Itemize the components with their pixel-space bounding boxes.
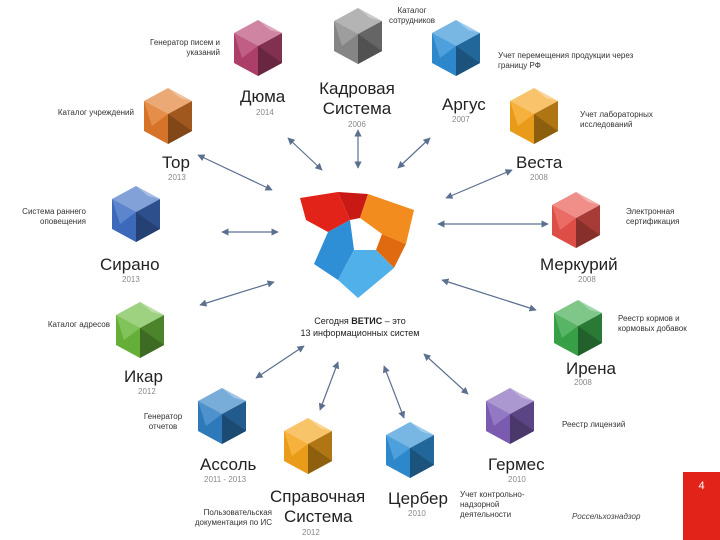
center-caption: Сегодня ВЕТИС – это 13 информационных си…	[270, 316, 450, 339]
desc-germes: Реестр лицензий	[562, 420, 626, 429]
center-text-line2: 13 информационных систем	[300, 327, 420, 338]
arrow-tor	[197, 154, 273, 191]
logo-orange-segment	[360, 194, 414, 244]
name-tor: Тор	[162, 153, 190, 172]
year-tor: 2013	[168, 173, 186, 182]
cube-icon-assol	[196, 386, 248, 446]
year-argus: 2007	[452, 115, 470, 124]
cube-icon-sirano	[110, 184, 162, 244]
cube-icon-tserber	[384, 420, 436, 480]
desc-vesta: Учет лабораторных исследований	[580, 110, 653, 129]
desc-assol: Генератор отчетов	[143, 412, 183, 431]
cube-icon-irena	[552, 298, 604, 358]
year-germes: 2010	[508, 475, 526, 484]
desc-dyuma: Генератор писем и указаний	[150, 38, 220, 57]
year-kadrovaya: 2006	[348, 120, 366, 129]
arrow-irena	[441, 278, 537, 312]
arrow-assol	[255, 345, 305, 379]
name-dyuma: Дюма	[240, 87, 286, 106]
name-tserber: Цербер	[388, 489, 448, 508]
name-sirano: Сирано	[100, 255, 160, 274]
name-spravochnaya-line2: Система	[284, 507, 353, 526]
name-spravochnaya-line1: Справочная	[270, 487, 366, 506]
name-germes: Гермес	[488, 455, 545, 474]
page-number-badge: 4	[683, 472, 720, 540]
year-sirano: 2013	[122, 275, 140, 284]
desc-kadrovaya: Каталог сотрудников	[389, 6, 435, 25]
desc-argus: Учет перемещения продукции через границу…	[498, 51, 634, 70]
center-text-post: – это	[382, 316, 406, 326]
year-irena: 2008	[574, 378, 592, 387]
year-dyuma: 2014	[256, 108, 274, 117]
arrow-tserber	[382, 365, 406, 419]
cube-icon-merkuriy	[550, 190, 602, 250]
name-vesta: Веста	[516, 153, 563, 172]
logo-blue-segment	[314, 220, 354, 280]
arrow-argus	[397, 137, 431, 169]
year-assol: 2011 - 2013	[204, 475, 247, 484]
brand-label: Россельхознадзор	[572, 512, 641, 521]
desc-tserber: Учет контрольно-надзорной деятельности	[460, 490, 525, 519]
arrow-germes	[423, 353, 469, 395]
name-kadrovaya-line1: Кадровая	[319, 79, 395, 98]
year-spravochnaya: 2012	[302, 528, 320, 537]
year-ikar: 2012	[138, 387, 156, 396]
name-merkuriy: Меркурий	[540, 255, 618, 274]
logo-red-segment	[300, 192, 350, 232]
year-merkuriy: 2008	[578, 275, 596, 284]
desc-ikar: Каталог адресов	[47, 320, 110, 329]
name-kadrovaya-line2: Система	[322, 99, 392, 118]
desc-tor: Каталог учреждений	[57, 108, 134, 117]
logo-blue-segment-2	[338, 250, 394, 298]
year-tserber: 2010	[408, 509, 426, 518]
desc-merkuriy: Электронная сертификация	[626, 207, 680, 226]
name-ikar: Икар	[124, 367, 163, 386]
year-vesta: 2008	[530, 173, 548, 182]
name-argus: Аргус	[442, 95, 486, 114]
cube-icon-spravochnaya	[282, 416, 334, 476]
desc-sirano: Система раннего оповещения	[22, 207, 86, 226]
logo-red-segment-2	[338, 192, 368, 220]
arrow-spravochnaya	[318, 361, 340, 411]
logo-orange-segment-2	[376, 234, 406, 268]
arrow-dyuma	[287, 137, 323, 171]
cube-icon-dyuma	[232, 18, 284, 78]
arrow-ikar	[199, 280, 275, 307]
arrow-vesta	[445, 169, 513, 199]
name-assol: Ассоль	[200, 455, 257, 474]
desc-irena: Реестр кормов и кормовых добавок	[618, 314, 687, 333]
cube-icon-tor	[142, 86, 194, 146]
cube-icon-vesta	[508, 86, 560, 146]
center-text-pre: Сегодня	[314, 316, 352, 326]
center-text-bold: ВЕТИС	[351, 316, 383, 326]
vetis-logo	[300, 192, 414, 298]
cube-icon-ikar	[114, 300, 166, 360]
name-irena: Ирена	[566, 359, 616, 378]
desc-spravochnaya: Пользовательская документация по ИС	[194, 508, 272, 527]
cube-icon-germes	[484, 386, 536, 446]
cube-icon-kadrovaya	[332, 6, 384, 66]
page-number: 4	[698, 480, 705, 492]
cube-icon-argus	[430, 18, 482, 78]
